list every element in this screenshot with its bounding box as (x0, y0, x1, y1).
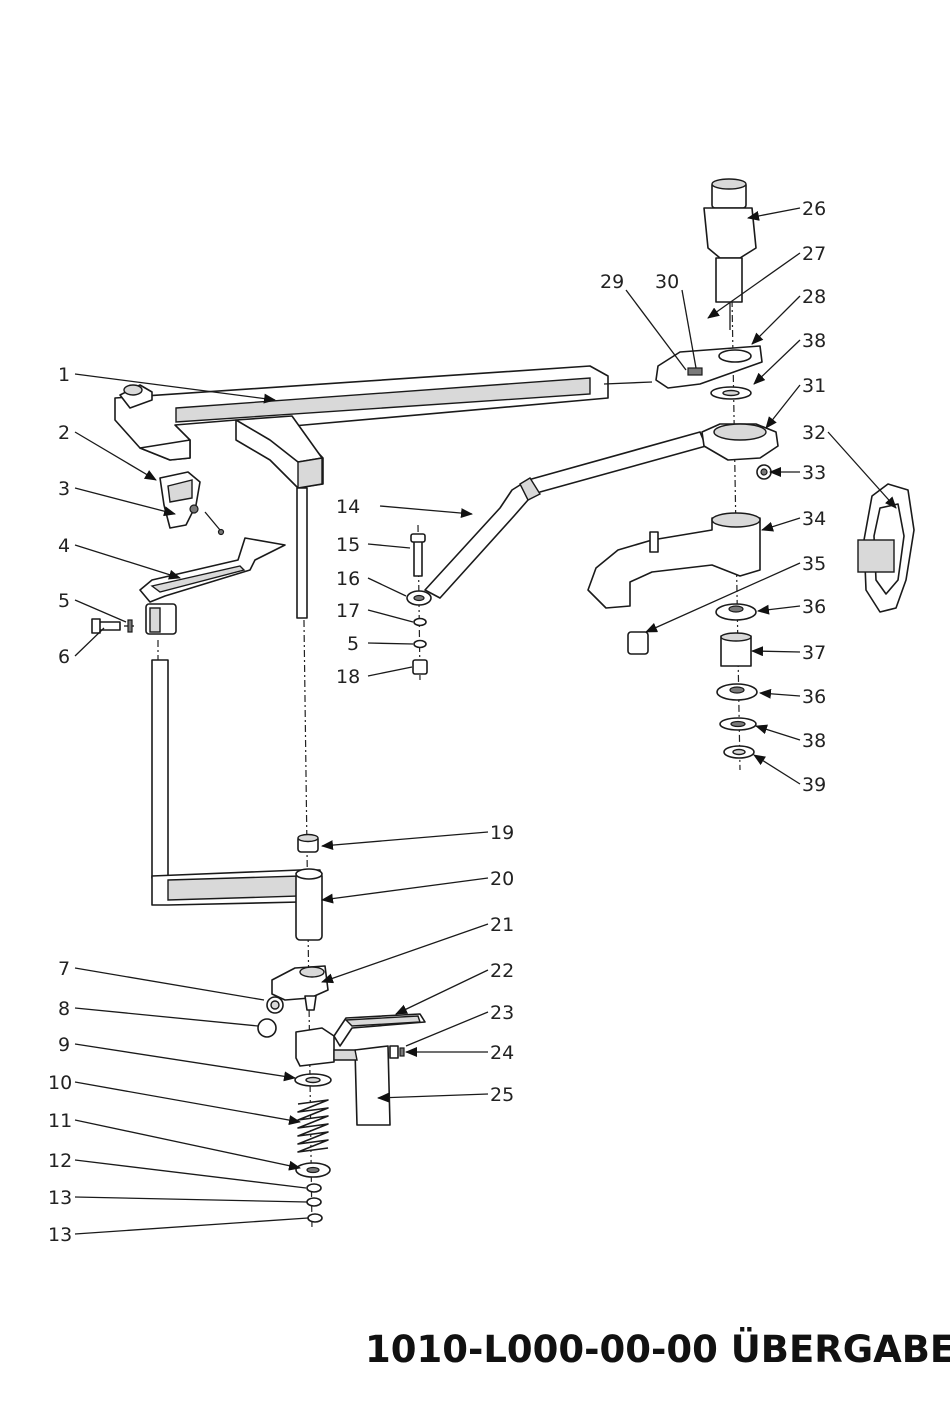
callout-7: 7 (58, 958, 70, 980)
callout-16: 16 (336, 568, 360, 590)
callout-38-upper: 38 (802, 330, 826, 352)
bearing-stack-part (628, 604, 757, 758)
vertical-rod-part (297, 488, 307, 618)
swing-arm-part (425, 432, 706, 598)
callout-8: 8 (58, 998, 70, 1020)
callout-35: 35 (802, 553, 826, 575)
callout-28: 28 (802, 286, 826, 308)
leader-lines (75, 208, 896, 1234)
callout-37: 37 (802, 642, 826, 664)
callout-21: 21 (490, 914, 514, 936)
callout-12: 12 (48, 1150, 72, 1172)
callout-20: 20 (490, 868, 514, 890)
callout-31: 31 (802, 375, 826, 397)
callout-22: 22 (490, 960, 514, 982)
callout-13-upper: 13 (48, 1187, 72, 1209)
locking-lever-assembly (296, 1014, 425, 1125)
callout-24: 24 (490, 1042, 514, 1064)
c-arm-part (588, 513, 760, 608)
center-lines (158, 180, 740, 1230)
callout-11: 11 (48, 1110, 72, 1132)
callout-23: 23 (490, 1002, 514, 1024)
callout-13-lower: 13 (48, 1224, 72, 1246)
bracket-screw-part (92, 604, 176, 634)
callout-26: 26 (802, 198, 826, 220)
callout-19: 19 (490, 822, 514, 844)
callout-38-lower: 38 (802, 730, 826, 752)
callout-3: 3 (58, 478, 70, 500)
lower-arm-part (152, 660, 322, 940)
callout-17: 17 (336, 600, 360, 622)
callout-9: 9 (58, 1034, 70, 1056)
spindle-part (704, 179, 756, 330)
spring-stack-part (295, 1074, 331, 1222)
drawing-title: 1010-L000-00-00 ÜBERGABE (365, 1328, 925, 1371)
small-round-parts (258, 997, 283, 1037)
bushing-part (298, 835, 318, 853)
lever-part (140, 538, 285, 602)
callout-5-middle: 5 (347, 633, 359, 655)
upper-bracket-part (656, 346, 762, 399)
callout-1: 1 (58, 364, 70, 386)
callout-36-upper: 36 (802, 596, 826, 618)
callout-14: 14 (336, 496, 360, 518)
handle-part (858, 484, 914, 612)
callout-27: 27 (802, 243, 826, 265)
bolt-stack-part (407, 534, 431, 674)
callout-6: 6 (58, 646, 70, 668)
callout-25: 25 (490, 1084, 514, 1106)
main-frame-part (115, 366, 608, 488)
callout-32: 32 (802, 422, 826, 444)
callout-36-lower: 36 (802, 686, 826, 708)
callout-4: 4 (58, 535, 70, 557)
clamp-block-part (160, 472, 224, 535)
callout-33: 33 (802, 462, 826, 484)
callout-29: 29 (600, 271, 624, 293)
callout-18: 18 (336, 666, 360, 688)
callout-39: 39 (802, 774, 826, 796)
callout-5-left: 5 (58, 590, 70, 612)
callout-34: 34 (802, 508, 826, 530)
hub-clamp-part (702, 424, 778, 479)
callout-2: 2 (58, 422, 70, 444)
callout-10: 10 (48, 1072, 72, 1094)
callout-15: 15 (336, 534, 360, 556)
callout-30: 30 (655, 271, 679, 293)
